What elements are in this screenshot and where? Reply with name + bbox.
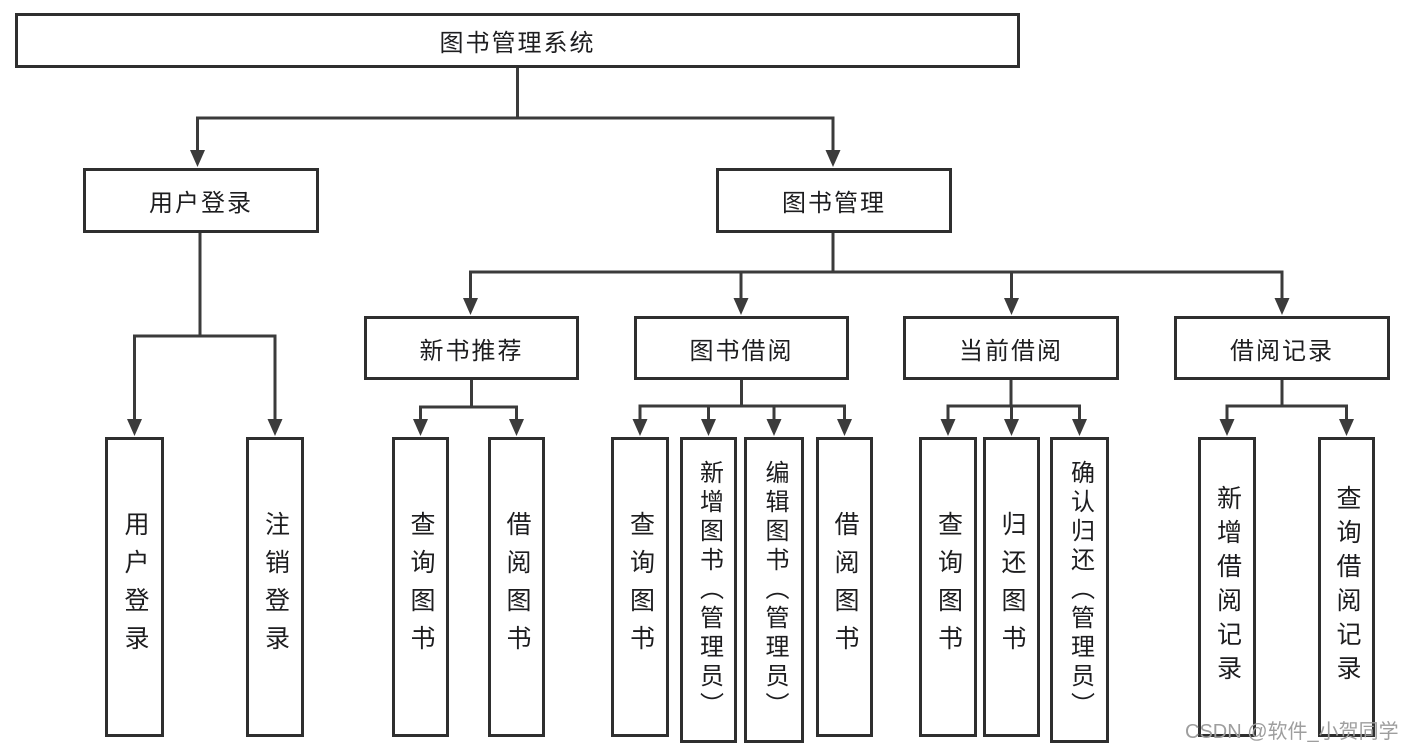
csdn-watermark: CSDN @软件_小贺同学 <box>1185 721 1399 743</box>
leaf-label: 确认归还（管理员） <box>1066 459 1094 721</box>
node-label: 借阅记录 <box>1230 337 1334 365</box>
leaf-borrow-books-recommend: 借阅图书 <box>488 437 545 737</box>
node-label: 图书借阅 <box>689 337 794 365</box>
arrowhead <box>267 419 283 436</box>
leaf-label: 归还图书 <box>998 511 1026 663</box>
arrowhead <box>940 419 956 436</box>
arrowhead <box>837 419 852 436</box>
arrowhead <box>1072 419 1087 436</box>
arrowhead <box>1004 419 1019 436</box>
leaf-query-books-recommend: 查询图书 <box>392 437 449 737</box>
leaf-add-borrow-record: 新增借阅记录 <box>1198 437 1256 737</box>
connector-line <box>419 405 518 419</box>
connector-line <box>469 270 1284 299</box>
connector-line <box>1225 404 1348 419</box>
node-label: 用户登录 <box>149 190 253 217</box>
arrowhead <box>127 419 142 436</box>
node-label: 图书管理系统 <box>439 30 596 57</box>
arrowhead <box>413 419 428 436</box>
leaf-logout: 注销登录 <box>246 437 304 737</box>
leaf-edit-books-admin: 编辑图书（管理员） <box>744 437 804 743</box>
leaf-user-login: 用户登录 <box>105 437 164 737</box>
connector-line <box>946 404 1081 419</box>
node-label: 新书推荐 <box>419 337 524 365</box>
leaf-label: 查询图书 <box>407 511 435 663</box>
leaf-label: 查询图书 <box>626 511 655 663</box>
arrowhead <box>509 419 524 436</box>
connector-line <box>196 116 835 151</box>
leaf-label: 查询图书 <box>934 511 963 663</box>
leaf-label: 编辑图书（管理员） <box>761 459 788 721</box>
arrowhead <box>1219 419 1235 436</box>
arrowhead <box>701 419 716 436</box>
arrowhead <box>190 150 205 167</box>
arrowhead <box>1339 419 1354 436</box>
node-new-book-recommend: 新书推荐 <box>364 316 579 380</box>
leaf-add-books-admin: 新增图书（管理员） <box>680 437 737 743</box>
arrowhead <box>733 298 749 315</box>
leaf-query-books-current: 查询图书 <box>919 437 977 737</box>
leaf-label: 新增图书（管理员） <box>695 459 723 721</box>
node-label: 当前借阅 <box>959 337 1063 365</box>
leaf-label: 用户登录 <box>121 511 149 663</box>
leaf-borrow-books-borrow: 借阅图书 <box>816 437 873 737</box>
arrowhead <box>766 419 782 436</box>
node-current-borrow: 当前借阅 <box>903 316 1119 380</box>
connector-line <box>133 334 277 419</box>
arrowhead <box>632 419 648 436</box>
node-root-system: 图书管理系统 <box>15 13 1020 68</box>
arrowhead <box>463 298 478 315</box>
node-borrow-records: 借阅记录 <box>1174 316 1390 380</box>
leaf-query-borrow-record: 查询借阅记录 <box>1318 437 1375 737</box>
leaf-confirm-return-admin: 确认归还（管理员） <box>1050 437 1109 743</box>
leaf-label: 借阅图书 <box>831 511 859 663</box>
leaf-label: 查询借阅记录 <box>1333 485 1361 689</box>
arrowhead <box>1274 298 1290 315</box>
node-user-login: 用户登录 <box>83 168 319 233</box>
leaf-return-books: 归还图书 <box>983 437 1040 737</box>
connector-line <box>638 404 846 419</box>
leaf-query-books-borrow: 查询图书 <box>611 437 669 737</box>
leaf-label: 借阅图书 <box>503 511 531 663</box>
arrowhead <box>825 150 841 167</box>
leaf-label: 注销登录 <box>261 511 290 663</box>
node-book-borrow: 图书借阅 <box>634 316 849 380</box>
arrowhead <box>1004 298 1019 315</box>
node-book-management: 图书管理 <box>716 168 952 233</box>
leaf-label: 新增借阅记录 <box>1213 485 1242 689</box>
node-label: 图书管理 <box>782 190 886 217</box>
